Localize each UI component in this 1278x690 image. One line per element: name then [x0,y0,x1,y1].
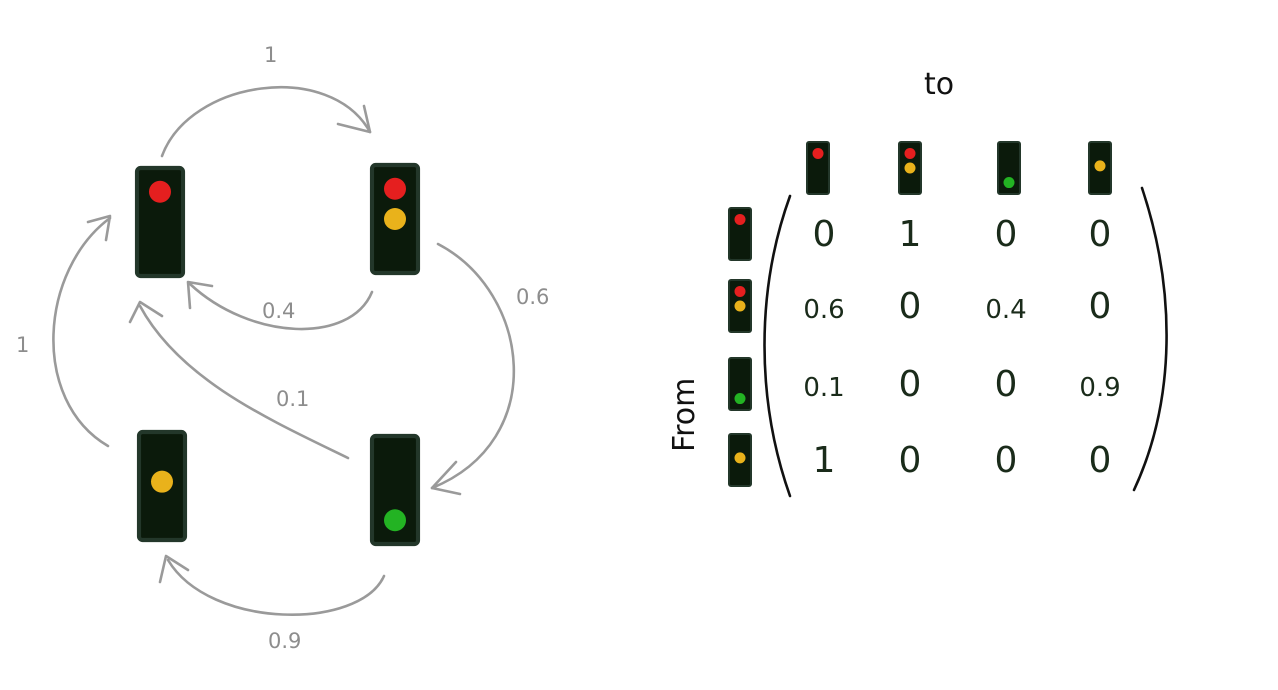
matrix-cell-1-2: 0.4 [985,295,1026,325]
matrix-left-bracket [763,194,792,498]
lamp-red-icon [812,147,824,159]
traffic-light-red-row-header [728,207,752,261]
arrowhead-red-left [86,214,112,242]
edge-label-red-yellow-to-green: 0.6 [516,285,549,309]
edge-label-red-yellow-to-red: 0.4 [262,299,295,323]
matrix-cell-0-2: 0 [995,214,1018,255]
matrix-cell-3-1: 0 [899,440,922,481]
transition-matrix: to From 0 1 0 0 0.6 0 0.4 0 0.1 0 0 0.9 1 0 0 0 [667,67,1168,498]
matrix-from-label: From [667,378,702,452]
edge-green-to-red [138,304,350,460]
arrowhead-red-yellow-top [336,104,372,134]
edge-label-yellow-to-red: 1 [16,333,29,357]
lamp-yellow-icon [734,300,746,312]
lamp-yellow-icon [904,162,916,174]
lamp-yellow-icon [151,470,173,493]
matrix-to-label: to [924,67,954,102]
lamp-green-icon [1003,177,1015,189]
lamp-yellow-icon [1094,160,1106,172]
matrix-cell-3-0: 1 [813,440,836,481]
traffic-light-green-node [369,433,421,547]
traffic-light-green-column-header [997,141,1021,195]
arrowhead-yellow-bottom [158,554,190,584]
arrowhead-green-right [430,460,462,496]
traffic-light-green-row-header [728,357,752,411]
edge-red-yellow-to-green [430,242,516,490]
traffic-light-housing [728,207,752,261]
edge-label-green-to-yellow: 0.9 [268,629,301,653]
matrix-right-bracket [1132,186,1168,492]
arrowhead-red-bottom [128,300,164,324]
traffic-light-red-yellow-column-header [898,141,922,195]
edge-red-to-red-yellow [160,86,372,158]
lamp-green-icon [384,509,406,532]
traffic-light-yellow-column-header [1088,141,1112,195]
matrix-cell-0-0: 0 [813,214,836,255]
edge-red-yellow-to-red [188,282,374,331]
matrix-cell-2-1: 0 [899,364,922,405]
edge-label-red-to-red-yellow: 1 [264,43,277,67]
lamp-red-icon [149,180,171,203]
matrix-cell-2-2: 0 [995,364,1018,405]
matrix-column-headers [806,141,1112,195]
traffic-light-red-column-header [806,141,830,195]
lamp-green-icon [734,393,746,405]
traffic-light-red-yellow-row-header [728,279,752,333]
matrix-cell-1-0: 0.6 [803,295,844,325]
lamp-red-icon [734,213,746,225]
matrix-cell-1-1: 0 [899,286,922,327]
matrix-row-headers [728,207,752,487]
lamp-yellow-icon [384,208,406,230]
traffic-light-yellow-row-header [728,433,752,487]
state-diagram [52,86,516,616]
traffic-light-yellow-node [136,429,188,543]
matrix-cell-2-3: 0.9 [1079,373,1120,403]
state-nodes [134,162,421,547]
edge-green-to-yellow [166,558,386,616]
traffic-light-housing [997,141,1021,195]
traffic-light-housing [134,165,186,279]
traffic-light-housing [806,141,830,195]
matrix-cell-0-3: 0 [1089,214,1112,255]
matrix-cells: 0 1 0 0 0.6 0 0.4 0 0.1 0 0 0.9 1 0 0 0 [803,214,1120,481]
lamp-red-icon [734,285,746,297]
lamp-yellow-icon [734,452,746,464]
lamp-red-icon [384,177,406,200]
traffic-light-housing [369,433,421,547]
traffic-light-red-yellow-node [369,162,421,276]
edge-label-green-to-red: 0.1 [276,387,309,411]
matrix-cell-3-3: 0 [1089,440,1112,481]
edge-yellow-to-red [52,216,112,448]
matrix-cell-2-0: 0.1 [803,373,844,403]
matrix-cell-0-1: 1 [899,214,922,255]
matrix-cell-3-2: 0 [995,440,1018,481]
matrix-cell-1-3: 0 [1089,286,1112,327]
lamp-red-icon [904,147,916,159]
traffic-light-housing [728,357,752,411]
traffic-light-red-node [134,165,186,279]
arrowhead-red-bottom-right [186,280,214,310]
